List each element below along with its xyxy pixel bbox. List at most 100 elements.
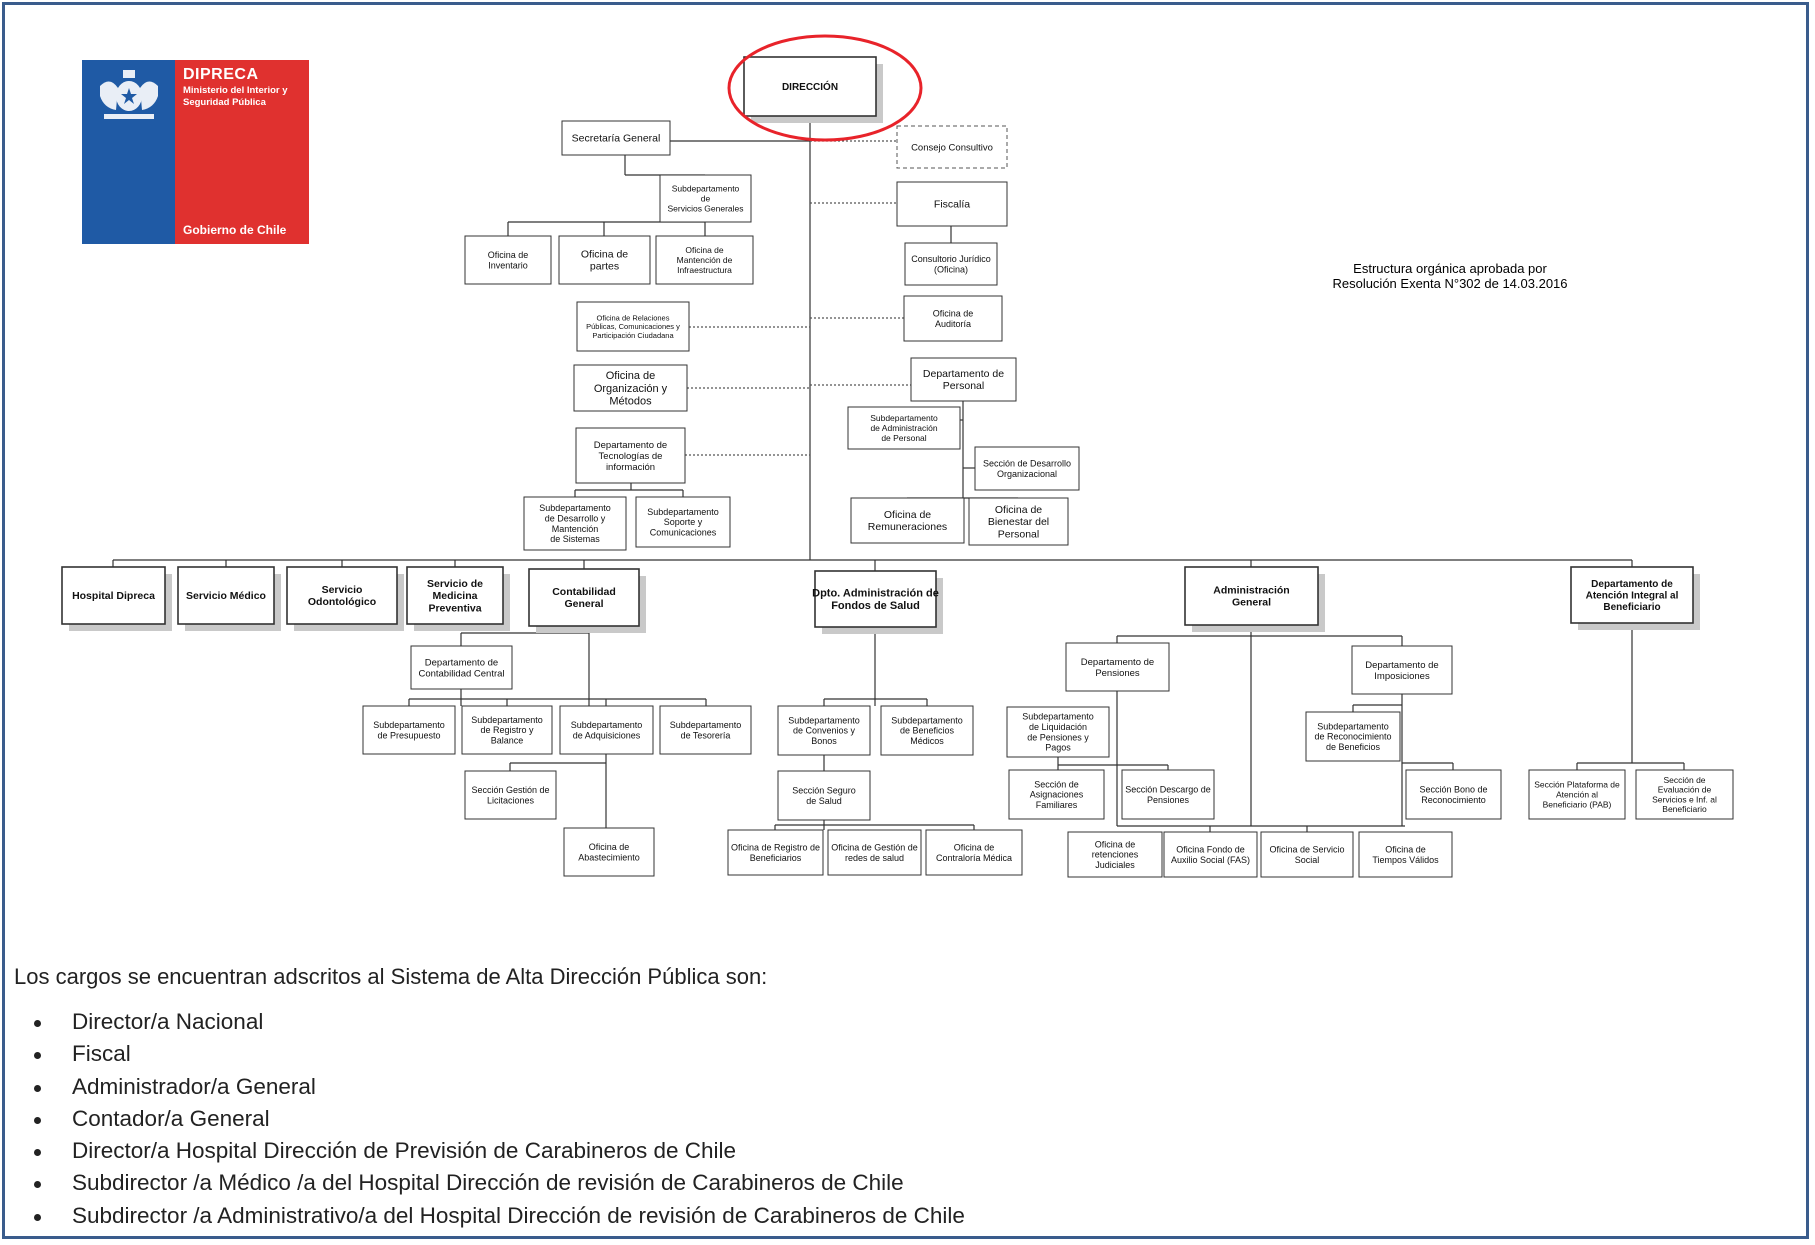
box-frame — [1184, 566, 1319, 626]
org-unit-fiscalia: Fiscalía — [896, 181, 1008, 227]
unit-label: Bonos — [811, 736, 837, 746]
unit-label: de Liquidación — [1029, 722, 1087, 732]
unit-label: Abastecimiento — [578, 852, 640, 862]
unit-label: Servicios Generales — [667, 203, 743, 213]
box-frame — [659, 705, 752, 755]
box-frame — [777, 705, 871, 756]
unit-label: Soporte y — [664, 517, 703, 527]
unit-label: Oficina de — [685, 245, 724, 255]
box-frame — [177, 566, 275, 625]
org-unit-hospital: Hospital Dipreca — [61, 566, 172, 631]
box-frame — [847, 406, 961, 450]
unit-label: Subdepartamento — [870, 413, 938, 423]
unit-label: Preventiva — [428, 602, 481, 614]
unit-label: Servicio Médico — [186, 590, 266, 602]
box-frame — [850, 497, 965, 544]
unit-label: Beneficiario — [1603, 602, 1660, 613]
box-frame — [523, 496, 627, 551]
unit-label: Consultorio Jurídico — [911, 254, 991, 264]
box-frame — [1570, 566, 1694, 624]
unit-label: Servicio — [322, 584, 363, 596]
unit-label: Mantención — [552, 524, 599, 534]
box-frame — [1067, 831, 1163, 878]
unit-label: Sección Gestión de — [471, 785, 549, 795]
box-frame — [896, 125, 1008, 169]
box-frame — [925, 829, 1023, 876]
unit-label: partes — [590, 261, 619, 273]
unit-label: Sección Descargo de — [1125, 784, 1211, 794]
unit-label: Fiscalía — [934, 199, 970, 211]
unit-label: Oficina de — [581, 249, 628, 261]
unit-label: Beneficiario (PAB) — [1543, 799, 1612, 809]
bullet-icon — [34, 1116, 41, 1124]
unit-label: Personal — [943, 380, 984, 392]
unit-label: Oficina de — [933, 308, 974, 318]
box-frame — [362, 705, 456, 755]
unit-label: Oficina de Registro de — [731, 842, 820, 852]
unit-label: retenciones — [1092, 850, 1139, 860]
unit-label: de Personal — [881, 433, 926, 443]
unit-label: Sección de Desarrollo — [983, 458, 1071, 468]
box-frame — [1008, 769, 1105, 820]
unit-label: Imposiciones — [1374, 671, 1430, 682]
box-frame — [464, 235, 552, 285]
unit-label: Familiares — [1036, 800, 1078, 810]
box-frame — [61, 566, 166, 625]
unit-label: Subdepartamento — [891, 715, 963, 725]
unit-label: Sección Seguro — [792, 785, 856, 795]
box-frame — [573, 364, 688, 412]
unit-label: Bienestar del — [988, 516, 1049, 528]
unit-label: Tiempos Válidos — [1372, 855, 1439, 865]
unit-label: Oficina de — [488, 250, 529, 260]
position-label: Fiscal — [72, 1041, 131, 1067]
box-frame — [968, 497, 1069, 546]
unit-label: redes de salud — [845, 853, 904, 863]
unit-label: Organización y — [594, 383, 668, 395]
unit-label: Sección de — [1034, 779, 1079, 789]
unit-label: Subdepartamento — [571, 720, 643, 730]
box-frame — [528, 568, 640, 627]
box-frame — [461, 705, 553, 755]
unit-label: información — [606, 462, 655, 473]
unit-label: Públicas, Comunicaciones y — [586, 322, 680, 331]
position-item: Director/a Hospital Dirección de Previsi… — [14, 1135, 965, 1167]
logo-ministry: Ministerio del Interior y Seguridad Públ… — [183, 85, 288, 108]
unit-label: Subdepartamento — [788, 715, 860, 725]
unit-label: Médicos — [910, 736, 944, 746]
box-frame — [559, 705, 654, 755]
unit-label: de Reconocimiento — [1314, 732, 1391, 742]
box-frame — [880, 705, 974, 756]
unit-label: Departamento de — [923, 368, 1004, 380]
unit-label: Auditoría — [935, 319, 971, 329]
box-frame — [814, 570, 937, 628]
position-label: Contador/a General — [72, 1105, 270, 1131]
logo-brand: DIPRECA — [183, 66, 259, 83]
box-frame — [464, 770, 557, 820]
unit-label: de Registro y — [480, 725, 534, 735]
unit-label: Subdepartamento — [373, 720, 445, 730]
unit-label: Odontológico — [308, 596, 376, 608]
approval-note-line1: Estructura orgánica aprobada por — [1353, 261, 1547, 276]
unit-label: Infraestructura — [677, 265, 732, 275]
position-item: Director/a Nacional — [14, 1006, 965, 1038]
unit-label: Oficina de — [995, 504, 1042, 516]
